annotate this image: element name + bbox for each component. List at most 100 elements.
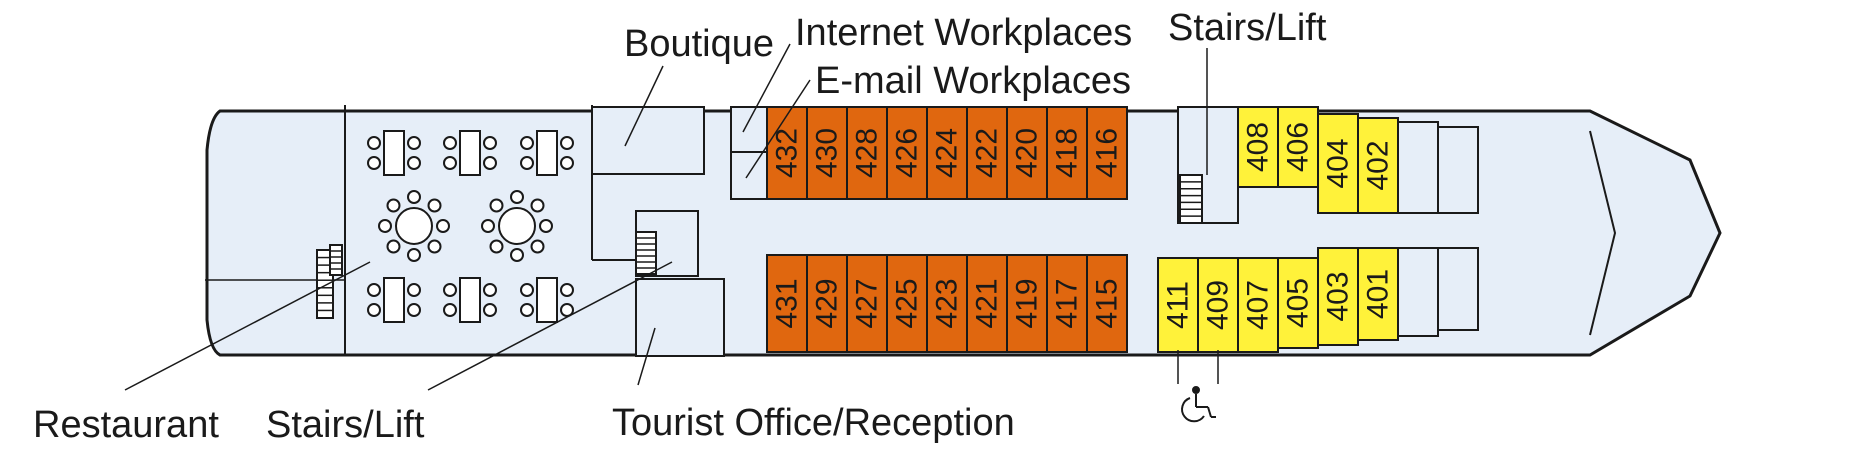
cabin-number: 429: [811, 278, 844, 328]
cabin-407: [1237, 257, 1279, 353]
wheelchair-icon: [1181, 386, 1216, 423]
chair-icon: [560, 283, 574, 297]
cabin-number: 425: [891, 278, 924, 328]
chair-icon: [407, 156, 421, 170]
cabin-number: 430: [811, 128, 844, 178]
bow-cabin: [1437, 126, 1479, 214]
cabin-401: [1357, 247, 1399, 341]
leader-stairs-bottom: [427, 261, 673, 391]
table-icon: [383, 277, 405, 323]
cabin-422: [966, 106, 1008, 200]
table-icon: [459, 277, 481, 323]
chair-icon: [427, 198, 442, 213]
leader-internet: [742, 43, 791, 133]
cabin-430: [806, 106, 848, 200]
cabin-number: 409: [1202, 280, 1235, 330]
bow-inner-line: [1589, 130, 1617, 336]
chair-icon: [407, 283, 421, 297]
cabin-number: 423: [931, 278, 964, 328]
cabin-number: 431: [771, 278, 804, 328]
restaurant-tables: [367, 130, 574, 323]
chair-icon: [560, 303, 574, 317]
chair-icon: [481, 219, 495, 233]
cabin-420: [1006, 106, 1048, 200]
chair-icon: [489, 239, 504, 254]
cabin-number: 421: [971, 278, 1004, 328]
cabin-number: 411: [1162, 281, 1195, 329]
leader-tourist: [637, 327, 656, 386]
cabin-415: [1086, 254, 1128, 353]
chair-icon: [407, 136, 421, 150]
stairs-frame: [1179, 174, 1203, 224]
stairs-icon: [635, 231, 657, 275]
boutique-room: [591, 106, 705, 175]
chair-icon: [520, 283, 534, 297]
chair-icon: [407, 190, 421, 204]
chair-icon: [367, 136, 381, 150]
table-icon: [395, 207, 433, 245]
leader-boutique: [624, 65, 664, 147]
restaurant-label: Restaurant: [33, 404, 219, 446]
chair-icon: [560, 136, 574, 150]
cabin-424: [926, 106, 968, 200]
cabin-number: 405: [1282, 278, 1315, 328]
cabin-number: 424: [931, 128, 964, 178]
bow-cabin: [1397, 247, 1439, 337]
internet-workplaces-room: [730, 106, 772, 153]
stairs-lift-top-label: Stairs/Lift: [1168, 7, 1327, 49]
cabin-number: 420: [1011, 128, 1044, 178]
stairs-icon: [316, 244, 343, 319]
chair-icon: [483, 283, 497, 297]
cabin-432: [766, 106, 808, 200]
cabin-number: 404: [1322, 138, 1355, 188]
cabin-402: [1357, 117, 1399, 214]
chair-icon: [520, 136, 534, 150]
chair-icon: [367, 283, 381, 297]
bow-cabin: [1437, 247, 1479, 331]
table-icon: [536, 130, 558, 176]
chair-icon: [378, 219, 392, 233]
stairs-icon: [1179, 174, 1203, 224]
bow-cabin: [1397, 121, 1439, 214]
chair-icon: [436, 219, 450, 233]
table-icon: [383, 130, 405, 176]
cabin-number: 418: [1051, 128, 1084, 178]
cabin-number: 432: [771, 128, 804, 178]
table-icon: [459, 130, 481, 176]
chair-icon: [386, 239, 401, 254]
chair-icon: [367, 156, 381, 170]
chair-icon: [510, 190, 524, 204]
leader-restaurant: [124, 261, 371, 391]
cabin-417: [1046, 254, 1088, 353]
email-workplaces-label: E-mail Workplaces: [815, 60, 1131, 102]
chair-icon: [367, 303, 381, 317]
cabin-number: 407: [1242, 280, 1275, 330]
cabin-number: 426: [891, 128, 924, 178]
tourist-office-room: [635, 278, 725, 357]
chair-icon: [483, 156, 497, 170]
cabin-411: [1157, 257, 1199, 353]
cabin-416: [1086, 106, 1128, 200]
leader-email: [745, 79, 811, 179]
cabin-419: [1006, 254, 1048, 353]
chair-icon: [427, 239, 442, 254]
cabin-number: 416: [1091, 128, 1124, 178]
chair-icon: [386, 198, 401, 213]
cabin-number: 401: [1362, 269, 1395, 319]
chair-icon: [443, 136, 457, 150]
cabin-number: 406: [1282, 122, 1315, 172]
chair-icon: [443, 283, 457, 297]
table-icon: [498, 207, 536, 245]
internet-workplaces-label: Internet Workplaces: [795, 12, 1132, 54]
chair-icon: [530, 198, 545, 213]
cabin-426: [886, 106, 928, 200]
chair-icon: [489, 198, 504, 213]
chair-icon: [407, 248, 421, 262]
email-workplaces-room: [730, 151, 772, 200]
cabin-number: 422: [971, 128, 1004, 178]
stairs-frame: [635, 231, 657, 275]
chair-icon: [510, 248, 524, 262]
chair-icon: [443, 303, 457, 317]
cabin-number: 415: [1091, 278, 1124, 328]
